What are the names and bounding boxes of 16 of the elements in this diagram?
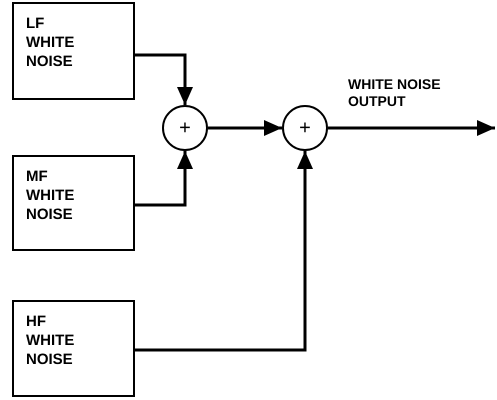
plus-sign: +: [299, 118, 311, 138]
source-box: [12, 300, 135, 397]
summing-junction: [162, 105, 208, 151]
source-label: HF WHITE NOISE: [26, 312, 76, 369]
summing-junction: [282, 105, 328, 151]
arrow: [328, 120, 495, 136]
arrow: [208, 120, 282, 136]
edge-label: WHITE NOISE OUTPUT: [348, 76, 442, 110]
arrow: [135, 151, 193, 206]
source-box: [12, 2, 135, 100]
source-label: MF WHITE NOISE: [26, 167, 76, 224]
arrow: [135, 54, 193, 105]
source-label: LF WHITE NOISE: [26, 14, 76, 71]
plus-sign: +: [179, 118, 191, 138]
source-box: [12, 155, 135, 251]
arrow: [135, 151, 313, 352]
